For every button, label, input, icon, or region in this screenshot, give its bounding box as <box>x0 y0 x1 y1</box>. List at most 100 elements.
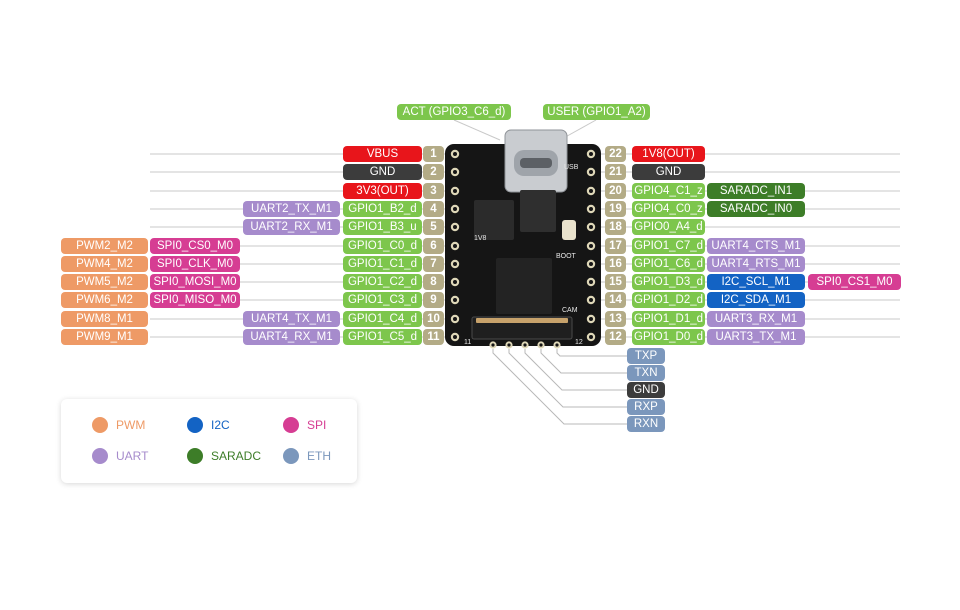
eth-line-gnd-2 <box>524 349 627 391</box>
pad-hole-18 <box>589 225 593 229</box>
pin-number-12: 12 <box>605 329 626 345</box>
pad-hole-3 <box>453 189 457 193</box>
eth-line-rxp-3 <box>508 349 627 408</box>
eth-pin-rxn-4: RXN <box>627 416 665 432</box>
left-pin-4-uart2-tx-m1: UART2_TX_M1 <box>243 201 340 217</box>
pad-hole-1 <box>453 152 457 156</box>
right-pin-14-gpio1-d2-d: GPIO1_D2_d <box>632 292 705 308</box>
right-pin-12-gpio1-d0-d: GPIO1_D0_d <box>632 329 705 345</box>
right-pin-17-gpio1-c7-d: GPIO1_C7_d <box>632 238 705 254</box>
left-pin-3-3v3-out: 3V3(OUT) <box>343 183 422 199</box>
pad-hole-20 <box>589 189 593 193</box>
pin-number-1: 1 <box>423 146 444 162</box>
pin-number-15: 15 <box>605 274 626 290</box>
bottom-pad-hole-rxn-4 <box>555 343 559 347</box>
usb-c-tongue <box>520 158 552 168</box>
pin-number-20: 20 <box>605 183 626 199</box>
left-pin-11-uart4-rx-m1: UART4_RX_M1 <box>243 329 340 345</box>
right-pin-15-i2c-scl-m1: I2C_SCL_M1 <box>707 274 805 290</box>
silkscreen-pin-11: 11 <box>464 339 471 346</box>
right-pin-16-gpio1-c6-d: GPIO1_C6_d <box>632 256 705 272</box>
eth-line-txn-1 <box>540 349 627 374</box>
pin-number-7: 7 <box>423 256 444 272</box>
user-led-label: USER (GPIO1_A2) <box>543 104 650 120</box>
pin-number-4: 4 <box>423 201 444 217</box>
right-pin-15-spi0-cs1-m0: SPI0_CS1_M0 <box>808 274 901 290</box>
silkscreen-pin-12: 12 <box>575 339 583 346</box>
right-pin-14-i2c-sda-m1: I2C_SDA_M1 <box>707 292 805 308</box>
left-pin-11-pwm9-m1: PWM9_M1 <box>61 329 148 345</box>
legend-swatch-saradc <box>187 448 203 464</box>
left-pin-5-uart2-rx-m1: UART2_RX_M1 <box>243 219 340 235</box>
eth-pin-txn-1: TXN <box>627 365 665 381</box>
bottom-pad-hole-gnd-2 <box>523 343 527 347</box>
right-pin-13-uart3-rx-m1: UART3_RX_M1 <box>707 311 805 327</box>
pad-hole-11 <box>453 335 457 339</box>
right-pin-17-uart4-cts-m1: UART4_CTS_M1 <box>707 238 805 254</box>
legend-swatch-spi <box>283 417 299 433</box>
legend-label-eth: ETH <box>307 449 331 463</box>
left-pin-2-gnd: GND <box>343 164 422 180</box>
left-pin-1-vbus: VBUS <box>343 146 422 162</box>
board-bottom-pads <box>489 341 561 349</box>
left-pin-9-spi0-miso-m0: SPI0_MISO_M0 <box>150 292 240 308</box>
left-pin-6-gpio1-c0-d: GPIO1_C0_d <box>343 238 422 254</box>
legend-label-uart: UART <box>116 449 149 463</box>
eth-pin-rxp-3: RXP <box>627 399 665 415</box>
silkscreen-usb: USB <box>564 164 579 171</box>
right-pin-12-uart3-tx-m1: UART3_TX_M1 <box>707 329 805 345</box>
left-pin-8-spi0-mosi-m0: SPI0_MOSI_M0 <box>150 274 240 290</box>
left-pin-7-pwm4-m2: PWM4_M2 <box>61 256 148 272</box>
pin-number-9: 9 <box>423 292 444 308</box>
eth-line-rxn-4 <box>492 349 627 425</box>
pin-number-21: 21 <box>605 164 626 180</box>
right-pin-20-gpio4-c1-z: GPIO4_C1_z <box>632 183 705 199</box>
act-led-line <box>453 119 501 141</box>
right-pin-18-gpio0-a4-d: GPIO0_A4_d <box>632 219 705 235</box>
bottom-pad-hole-txp-0 <box>491 343 495 347</box>
right-pin-16-uart4-rts-m1: UART4_RTS_M1 <box>707 256 805 272</box>
legend-label-pwm: PWM <box>116 418 146 432</box>
pin-number-22: 22 <box>605 146 626 162</box>
eth-line-txp-0 <box>556 349 627 357</box>
legend-swatch-uart <box>92 448 108 464</box>
pad-hole-2 <box>453 170 457 174</box>
pin-number-18: 18 <box>605 219 626 235</box>
right-pin-13-gpio1-d1-d: GPIO1_D1_d <box>632 311 705 327</box>
left-pin-10-uart4-tx-m1: UART4_TX_M1 <box>243 311 340 327</box>
boot-button <box>562 220 576 240</box>
left-pin-7-spi0-clk-m0: SPI0_CLK_M0 <box>150 256 240 272</box>
ethernet-chip <box>520 190 556 232</box>
silkscreen-boot: BOOT <box>556 253 577 260</box>
right-pin-15-gpio1-d3-d: GPIO1_D3_d <box>632 274 705 290</box>
act-led-label: ACT (GPIO3_C6_d) <box>397 104 511 120</box>
left-pin-8-gpio1-c2-d: GPIO1_C2_d <box>343 274 422 290</box>
left-pin-4-gpio1-b2-d: GPIO1_B2_d <box>343 201 422 217</box>
left-pin-11-gpio1-c5-d: GPIO1_C5_d <box>343 329 422 345</box>
pin-number-17: 17 <box>605 238 626 254</box>
pin-number-6: 6 <box>423 238 444 254</box>
pin-number-3: 3 <box>423 183 444 199</box>
pad-hole-12 <box>589 335 593 339</box>
pin-number-19: 19 <box>605 201 626 217</box>
pad-hole-21 <box>589 170 593 174</box>
right-pin-22-1v8-out: 1V8(OUT) <box>632 146 705 162</box>
left-pin-9-pwm6-m2: PWM6_M2 <box>61 292 148 308</box>
pad-hole-7 <box>453 262 457 266</box>
pad-hole-6 <box>453 244 457 248</box>
pin-number-14: 14 <box>605 292 626 308</box>
pad-hole-19 <box>589 207 593 211</box>
left-pin-6-pwm2-m2: PWM2_M2 <box>61 238 148 254</box>
pmic-chip <box>474 200 514 240</box>
pad-hole-9 <box>453 298 457 302</box>
left-pin-9-gpio1-c3-d: GPIO1_C3_d <box>343 292 422 308</box>
legend-swatch-i2c <box>187 417 203 433</box>
pin-number-8: 8 <box>423 274 444 290</box>
pad-hole-10 <box>453 317 457 321</box>
board-pcb <box>445 144 601 346</box>
pad-hole-15 <box>589 280 593 284</box>
pad-hole-22 <box>589 152 593 156</box>
pad-hole-5 <box>453 225 457 229</box>
